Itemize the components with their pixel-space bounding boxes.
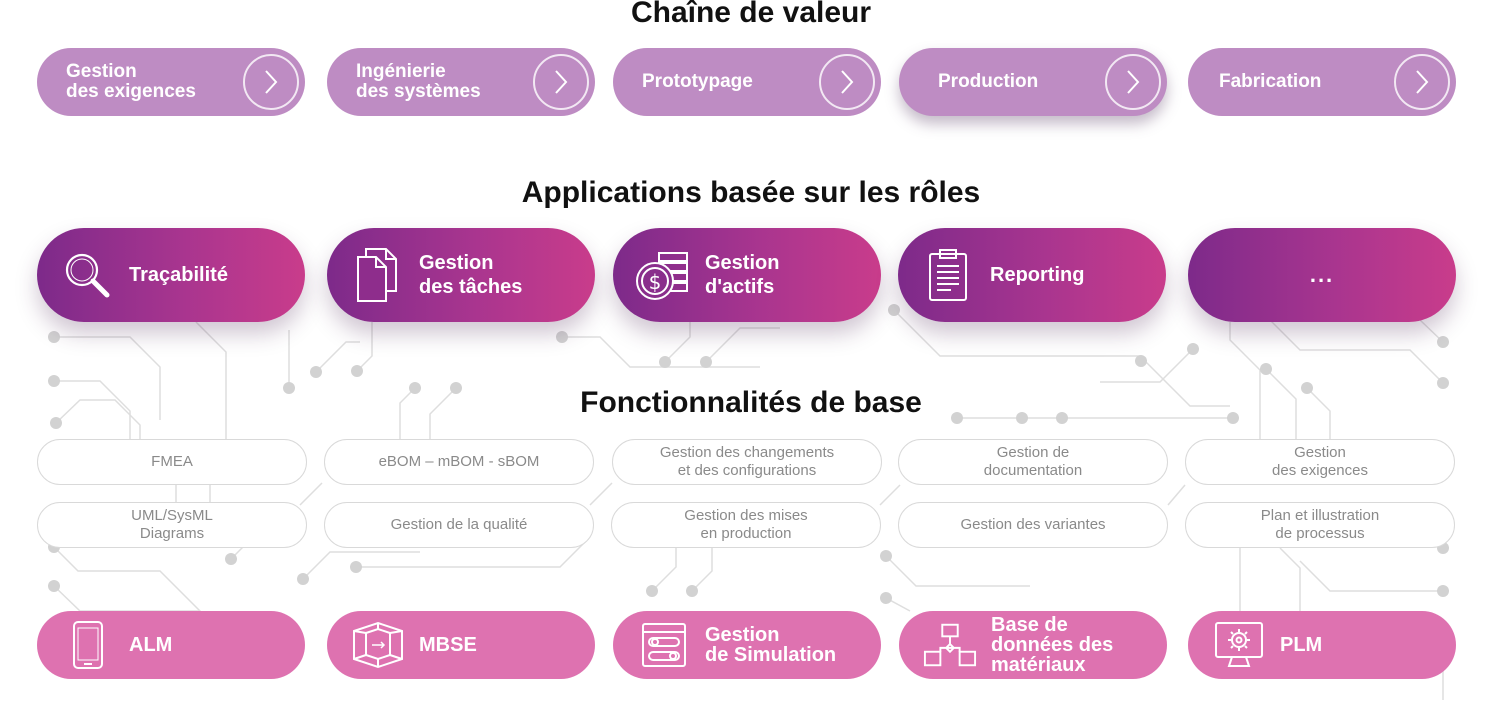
value-chain-title: Chaîne de valeur bbox=[630, 0, 872, 29]
feature-quality: Gestion de la qualité bbox=[324, 502, 594, 548]
value-chain-requirements[interactable]: Gestion des exigences bbox=[37, 48, 305, 116]
feature-fmea: FMEA bbox=[37, 439, 307, 485]
value-chain-production[interactable]: Production bbox=[899, 48, 1167, 116]
base-alm[interactable]: ALM bbox=[37, 611, 305, 679]
value-chain-label: Gestion des exigences bbox=[66, 61, 196, 102]
role-reporting[interactable]: Reporting bbox=[898, 228, 1166, 322]
role-label: Reporting bbox=[990, 264, 1085, 286]
value-chain-systems[interactable]: Ingénierie des systèmes bbox=[327, 48, 595, 116]
base-plm[interactable]: PLM bbox=[1188, 611, 1456, 679]
role-label: Gestion des tâches bbox=[419, 252, 523, 298]
chevron-right-icon bbox=[1105, 54, 1161, 110]
feature-requirements: Gestion des exigences bbox=[1185, 439, 1455, 485]
base-label: MBSE bbox=[419, 634, 477, 656]
feature-change-config: Gestion des changements et des configura… bbox=[612, 439, 882, 485]
chevron-right-icon bbox=[1394, 54, 1450, 110]
role-label: ... bbox=[1309, 262, 1335, 287]
tablet-icon bbox=[61, 618, 115, 672]
base-simulation[interactable]: Gestion de Simulation bbox=[613, 611, 881, 679]
chevron-right-icon bbox=[243, 54, 299, 110]
value-chain-label: Fabrication bbox=[1219, 71, 1322, 92]
role-asset-management[interactable]: $ Gestion d'actifs bbox=[613, 228, 881, 322]
feature-releases: Gestion des mises en production bbox=[611, 502, 881, 548]
value-chain-label: Ingénierie des systèmes bbox=[356, 61, 481, 102]
documents-icon bbox=[347, 245, 407, 305]
svg-text:$: $ bbox=[649, 270, 662, 294]
base-label: Gestion de Simulation bbox=[705, 624, 837, 666]
roles-title: Applications basée sur les rôles bbox=[521, 176, 981, 209]
features-title: Fonctionnalités de base bbox=[580, 386, 922, 419]
feature-process-plan: Plan et illustration de processus bbox=[1185, 502, 1455, 548]
chevron-right-icon bbox=[819, 54, 875, 110]
simulation-window-icon bbox=[637, 618, 691, 672]
role-more[interactable]: ... bbox=[1188, 228, 1456, 322]
value-chain-fabrication[interactable]: Fabrication bbox=[1188, 48, 1456, 116]
role-task-management[interactable]: Gestion des tâches bbox=[327, 228, 595, 322]
base-label: Base de données des matériaux bbox=[991, 614, 1114, 676]
role-traceability[interactable]: Traçabilité bbox=[37, 228, 305, 322]
feature-ebom: eBOM – mBOM - sBOM bbox=[324, 439, 594, 485]
base-label: ALM bbox=[129, 634, 173, 656]
feature-documentation: Gestion de documentation bbox=[898, 439, 1168, 485]
value-chain-label: Production bbox=[938, 71, 1039, 92]
coin-icon: $ bbox=[633, 245, 693, 305]
feature-variants: Gestion des variantes bbox=[898, 502, 1168, 548]
base-mbse[interactable]: MBSE bbox=[327, 611, 595, 679]
cube-icon bbox=[351, 618, 405, 672]
role-label: Gestion d'actifs bbox=[705, 252, 780, 298]
role-label: Traçabilité bbox=[129, 264, 228, 286]
monitor-gear-icon bbox=[1212, 618, 1266, 672]
feature-uml-sysml: UML/SysML Diagrams bbox=[37, 502, 307, 548]
flowchart-icon bbox=[923, 618, 977, 672]
value-chain-prototyping[interactable]: Prototypage bbox=[613, 48, 881, 116]
clipboard-icon bbox=[918, 245, 978, 305]
chevron-right-icon bbox=[533, 54, 589, 110]
base-label: PLM bbox=[1280, 634, 1323, 656]
base-materials-db[interactable]: Base de données des matériaux bbox=[899, 611, 1167, 679]
value-chain-label: Prototypage bbox=[642, 71, 753, 92]
magnifier-icon bbox=[57, 245, 117, 305]
